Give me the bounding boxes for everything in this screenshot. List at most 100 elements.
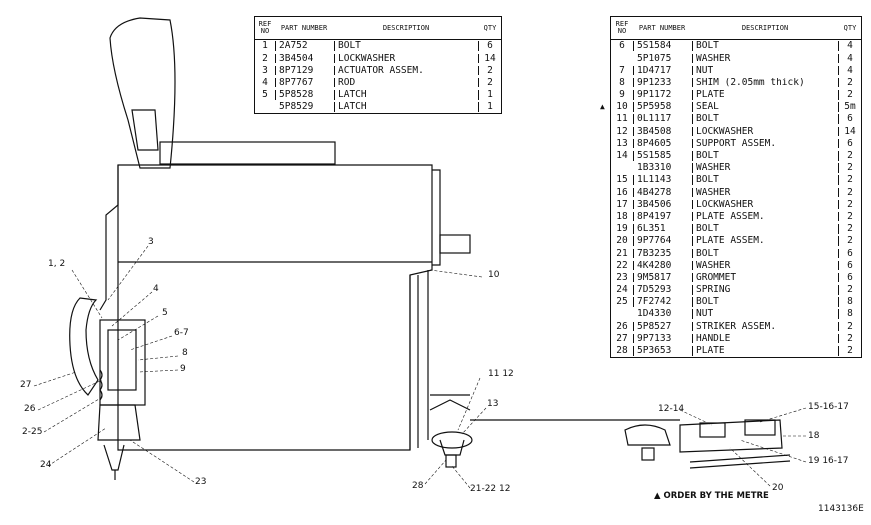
cell-ref: 21 — [611, 249, 634, 259]
cell-part-number: 5P8527 — [634, 322, 693, 332]
cell-ref: 22 — [611, 261, 634, 271]
cell-description: SUPPORT ASSEM. — [696, 138, 777, 149]
cell-description: PLATE — [696, 346, 725, 356]
cell-description: BOLT — [696, 175, 719, 185]
cell-description: GROMMET — [696, 272, 737, 283]
cell-part-number: 6L351 — [634, 224, 693, 234]
cell-ref: 8 — [611, 78, 634, 88]
cell-qty: 2 — [838, 322, 861, 332]
cell-part-number: 1D4330 — [634, 309, 693, 319]
cell-qty: 6 — [838, 249, 861, 259]
cell-part-number: 9M5817 — [634, 273, 693, 283]
cell-qty: 2 — [478, 78, 501, 88]
cell-part-number: 5P3653 — [634, 346, 693, 356]
cell-part-number: 3B4508 — [634, 127, 693, 137]
cell-description: PLATE — [696, 90, 725, 100]
header-desc: DESCRIPTION — [741, 23, 789, 32]
cell-ref: 16 — [611, 188, 634, 198]
callout-24: 24 — [40, 460, 52, 470]
callout-10: 10 — [488, 270, 500, 280]
cell-description: WASHER — [696, 163, 731, 173]
cell-qty: 2 — [838, 78, 861, 88]
cell-qty: 5m — [838, 102, 861, 112]
cell-ref: 20 — [611, 236, 634, 246]
cell-ref: 7 — [611, 66, 634, 76]
cell-qty: 4 — [838, 66, 861, 76]
cell-qty: 4 — [838, 54, 861, 64]
cell-ref: 25 — [611, 297, 634, 307]
callout-20: 20 — [772, 483, 784, 493]
cell-qty: 2 — [838, 236, 861, 246]
cell-part-number: 1D4717 — [634, 66, 693, 76]
cell-part-number: 3B4504 — [276, 54, 335, 64]
cell-qty: 1 — [478, 90, 501, 100]
cell-description: PLATE ASSEM. — [696, 236, 765, 246]
cell-description: LATCH — [338, 102, 367, 112]
figure-number: 1143136E — [818, 504, 864, 514]
cell-qty: 2 — [838, 212, 861, 222]
cell-qty: 6 — [838, 139, 861, 149]
seat-back — [109, 17, 176, 169]
cell-qty: 2 — [838, 188, 861, 198]
cell-ref: 2 — [255, 54, 276, 64]
callout-13: 13 — [487, 399, 499, 409]
cell-description: SEAL — [696, 102, 719, 112]
cell-qty: 2 — [838, 163, 861, 173]
cell-part-number: 8P4605 — [634, 139, 693, 149]
cell-description: BOLT — [696, 224, 719, 234]
header-qty: QTY — [483, 23, 497, 32]
cell-description: LOCKWASHER — [696, 126, 754, 137]
cell-ref: 4 — [255, 78, 276, 88]
callout-3: 3 — [148, 237, 154, 247]
callout-18: 18 — [808, 431, 820, 441]
cell-ref: 24 — [611, 285, 634, 295]
plate-assembly-18 — [679, 419, 783, 453]
cell-ref: 26 — [611, 322, 634, 332]
cell-description: LOCKWASHER — [696, 199, 754, 210]
cell-qty: 2 — [838, 224, 861, 234]
cell-part-number: 5S1584 — [634, 41, 693, 51]
handle-27 — [69, 297, 99, 396]
cell-qty: 2 — [838, 175, 861, 185]
callout-27: 27 — [20, 380, 32, 390]
cell-qty: 6 — [838, 261, 861, 271]
footnote-order-by-metre: ▲ ORDER BY THE METRE — [654, 491, 769, 501]
cell-ref: 1 — [255, 41, 276, 51]
callout-12-14: 12-14 — [658, 404, 685, 414]
cell-description: PLATE ASSEM. — [696, 211, 765, 222]
cell-qty: 4 — [838, 41, 861, 51]
cell-ref: 27 — [611, 334, 634, 344]
cell-description: ACTUATOR ASSEM. — [338, 65, 424, 76]
cell-description: ROD — [338, 77, 356, 88]
cell-description: BOLT — [696, 297, 719, 307]
cell-part-number: 9P1233 — [634, 78, 693, 88]
cell-description: BOLT — [696, 114, 719, 124]
cell-ref: 12 — [611, 127, 634, 137]
cell-ref: 19 — [611, 224, 634, 234]
cell-qty: 14 — [838, 127, 861, 137]
cell-description: BOLT — [696, 151, 719, 161]
callout-2-25: 2-25 — [22, 427, 43, 437]
cell-part-number: 8P4197 — [634, 212, 693, 222]
